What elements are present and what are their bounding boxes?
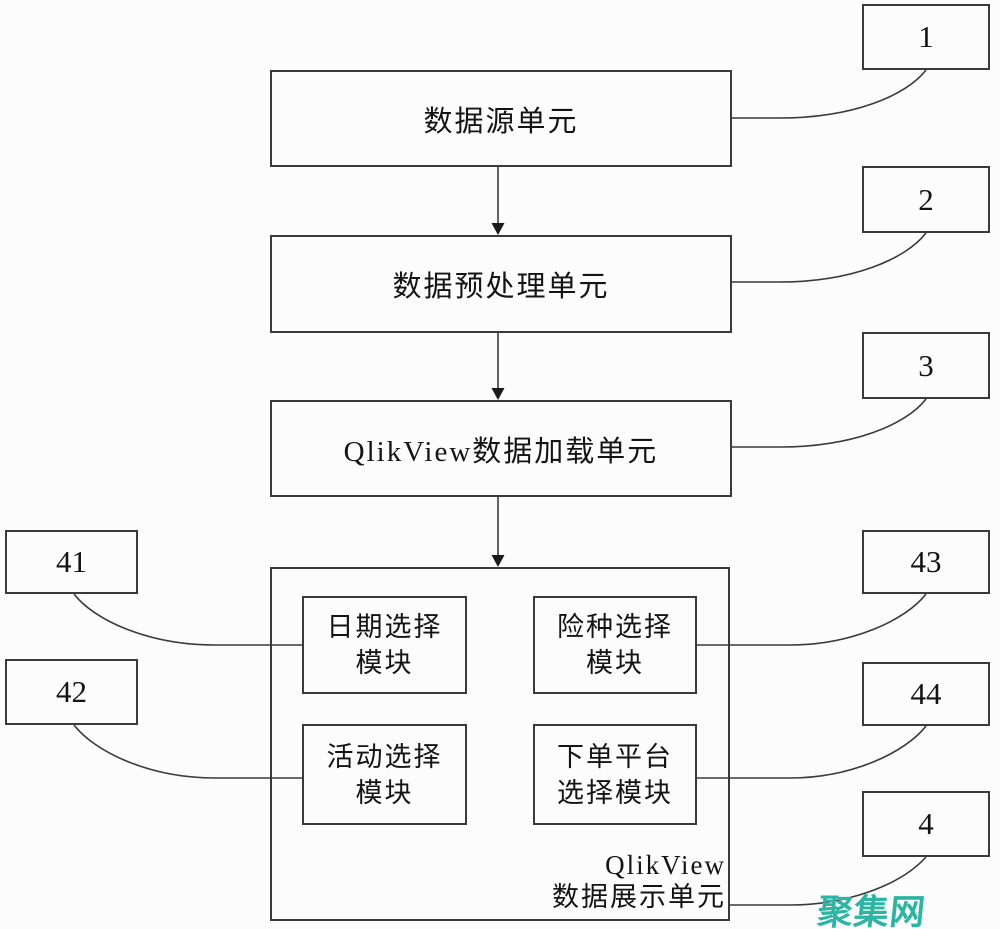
platform-select-line2: 选择模块 [557, 777, 673, 808]
node-data-source-unit: 数据源单元 [270, 70, 732, 167]
ref-44-text: 44 [910, 676, 942, 711]
arrowhead-load [491, 388, 505, 400]
ref-box-44: 44 [862, 662, 990, 726]
node-qlikview-load-unit: QlikView数据加载单元 [270, 400, 732, 497]
display-label-line2: 数据展示单元 [552, 882, 726, 912]
arrowhead-preprocess [491, 223, 505, 235]
ref-42-text: 42 [56, 674, 87, 709]
node-insurance-select-module: 险种选择 模块 [533, 596, 697, 694]
leader-ref-43 [697, 593, 927, 646]
activity-select-line1: 活动选择 [326, 741, 443, 772]
insurance-select-line2: 模块 [586, 648, 644, 678]
leader-ref-44 [697, 725, 927, 779]
date-select-line2: 模块 [355, 648, 414, 678]
ref-41-text: 41 [56, 544, 87, 579]
leader-ref-42 [73, 724, 302, 779]
ref-4-text: 4 [918, 806, 934, 841]
ref-3-text: 3 [918, 347, 934, 383]
platform-select-line1: 下单平台 [557, 741, 673, 772]
insurance-select-label: 险种选择 模块 [557, 609, 673, 681]
ref-box-42: 42 [5, 659, 138, 725]
ref-1-text: 1 [918, 19, 934, 54]
node-platform-select-module: 下单平台 选择模块 [533, 724, 697, 825]
node-date-select-module: 日期选择 模块 [302, 596, 467, 694]
platform-select-label: 下单平台 选择模块 [557, 739, 673, 811]
leader-ref-1 [732, 69, 927, 119]
node-preprocess-unit: 数据预处理单元 [270, 235, 732, 333]
ref-box-1: 1 [862, 4, 990, 70]
node-data-source-label: 数据源单元 [423, 105, 579, 138]
node-preprocess-label: 数据预处理单元 [392, 271, 610, 303]
date-select-line1: 日期选择 [326, 612, 443, 642]
ref-box-43: 43 [862, 530, 990, 594]
node-qlikview-load-label: QlikView数据加载单元 [343, 435, 659, 468]
insurance-select-line1: 险种选择 [557, 612, 673, 642]
node-qlikview-display-unit: QlikView 数据展示单元 [270, 567, 730, 921]
node-qlikview-display-label: QlikView 数据展示单元 [552, 849, 726, 913]
leader-ref-4 [730, 856, 927, 906]
ref-box-4: 4 [862, 791, 990, 857]
date-select-label: 日期选择 模块 [327, 609, 443, 681]
ref-box-3: 3 [862, 332, 990, 399]
ref-2-text: 2 [918, 181, 934, 217]
watermark-text: 聚集网 [815, 893, 928, 929]
leader-ref-2 [732, 232, 927, 283]
node-activity-select-module: 活动选择 模块 [302, 724, 467, 825]
leader-ref-3 [732, 398, 927, 448]
ref-box-2: 2 [862, 166, 990, 233]
activity-select-label: 活动选择 模块 [327, 739, 443, 811]
activity-select-line2: 模块 [355, 777, 414, 808]
arrowhead-display [491, 555, 505, 567]
ref-43-text: 43 [910, 544, 942, 579]
ref-box-41: 41 [5, 530, 138, 594]
leader-ref-41 [73, 593, 302, 646]
display-label-line1: QlikView [605, 850, 726, 880]
